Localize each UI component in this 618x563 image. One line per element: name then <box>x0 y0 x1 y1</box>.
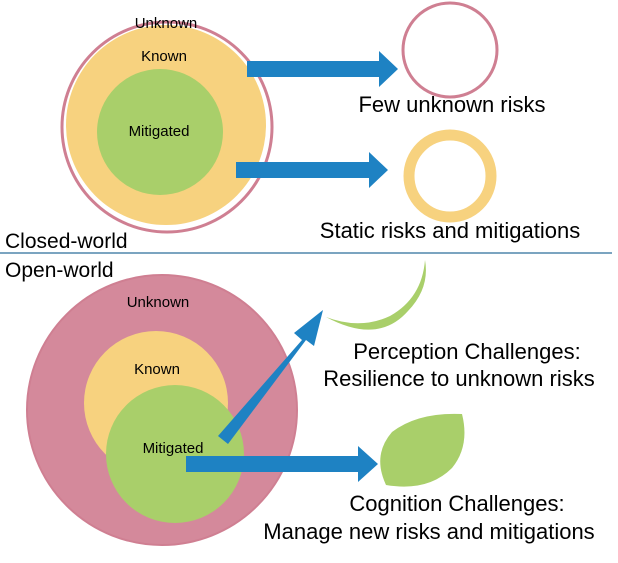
open-mitigated-circle <box>106 385 244 523</box>
closed-outcome-1-label: Few unknown risks <box>358 92 545 117</box>
closed-arrow-1 <box>247 51 398 87</box>
closed-arrow-2 <box>236 152 388 188</box>
cognition-leaf-shape <box>380 413 465 487</box>
static-risks-ring <box>403 129 497 223</box>
open-arrow-1 <box>218 310 323 444</box>
closed-unknown-label: Unknown <box>135 15 198 32</box>
open-outcome-1-line2: Resilience to unknown risks <box>323 366 594 391</box>
open-known-label: Known <box>134 361 180 378</box>
perception-crescent-shape <box>326 260 426 330</box>
open-world-section-label: Open-world <box>5 259 114 282</box>
open-mitigated-label: Mitigated <box>143 440 204 457</box>
closed-world-section: Unknown Known Mitigated Few unknown risk… <box>5 1 580 253</box>
closed-known-label: Known <box>141 48 187 65</box>
closed-outcome-2-label: Static risks and mitigations <box>320 218 580 243</box>
open-world-section: Open-world Unknown Known Mitigated Perce… <box>5 259 595 546</box>
closed-world-section-label: Closed-world <box>5 230 128 253</box>
open-outcome-1-line1: Perception Challenges: <box>353 339 580 364</box>
few-unknown-risks-ring <box>401 1 499 99</box>
open-unknown-label: Unknown <box>127 294 190 311</box>
open-outcome-2-line2: Manage new risks and mitigations <box>263 519 594 544</box>
closed-mitigated-circle <box>97 69 223 195</box>
open-outcome-2-line1: Cognition Challenges: <box>349 491 564 516</box>
closed-mitigated-label: Mitigated <box>129 123 190 140</box>
open-arrow-2 <box>186 446 378 482</box>
